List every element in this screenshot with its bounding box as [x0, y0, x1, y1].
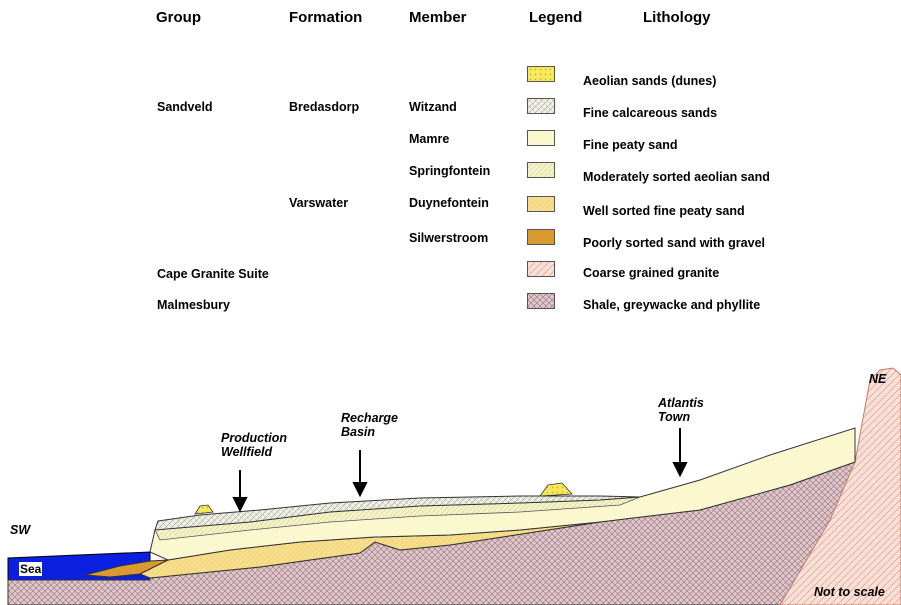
legend-swatch-well-sorted: [527, 196, 555, 212]
legend-swatch-moderately-sorted: [527, 162, 555, 178]
legend-label-well-sorted: Well sorted fine peaty sand: [583, 204, 745, 218]
label-sw: SW: [10, 523, 31, 537]
label-production: Production: [221, 431, 287, 445]
formation-bredasdorp: Bredasdorp: [289, 100, 360, 114]
legend-swatch-calcareous-sands: [527, 98, 555, 114]
label-basin: Basin: [341, 425, 376, 439]
label-recharge: Recharge: [341, 411, 398, 425]
legend-label-granite: Coarse grained granite: [583, 266, 720, 280]
member-duynefontein: Duynefontein: [409, 196, 489, 210]
header-formation: Formation: [289, 9, 363, 26]
label-atlantis: Atlantis: [658, 396, 704, 410]
legend-label-shale: Shale, greywacke and phyllite: [583, 298, 761, 312]
member-springfontein: Springfontein: [409, 164, 491, 178]
label-ne: NE: [869, 372, 887, 386]
calcareous-sand-top: [154, 495, 641, 531]
legend-label-fine-peaty-sand: Fine peaty sand: [583, 138, 678, 152]
formation-varswater: Varswater: [289, 196, 349, 210]
header-legend: Legend: [529, 9, 583, 26]
label-not-to-scale: Not to scale: [814, 585, 885, 599]
label-wellfield: Wellfield: [221, 445, 273, 459]
legend-swatch-shale: [527, 293, 555, 309]
dune-left: [194, 504, 214, 515]
group-sandveld: Sandveld: [157, 100, 213, 114]
member-mamre: Mamre: [409, 132, 450, 146]
legend-label-moderately-sorted: Moderately sorted aeolian sand: [583, 170, 770, 184]
label-town: Town: [658, 410, 691, 424]
legend-label-calcareous-sands: Fine calcareous sands: [583, 106, 718, 120]
header-lithology: Lithology: [643, 9, 711, 26]
group-cape-granite: Cape Granite Suite: [157, 267, 269, 281]
legend-label-poorly-sorted: Poorly sorted sand with gravel: [583, 236, 765, 250]
granite-body: [779, 367, 901, 605]
dune-right: [539, 482, 573, 497]
label-sea: Sea: [19, 562, 43, 576]
header-group: Group: [156, 9, 201, 26]
legend-label-aeolian-dunes: Aeolian sands (dunes): [583, 74, 717, 88]
member-silwerstroom: Silwerstroom: [409, 231, 489, 245]
legend-swatch-fine-peaty-sand: [527, 130, 555, 146]
legend-swatch-poorly-sorted: [527, 229, 555, 245]
legend-swatch-granite: [527, 261, 555, 277]
group-malmesbury: Malmesbury: [157, 298, 230, 312]
legend-swatch-aeolian-dunes: [527, 66, 555, 82]
header-member: Member: [409, 9, 467, 26]
member-witzand: Witzand: [409, 100, 457, 114]
